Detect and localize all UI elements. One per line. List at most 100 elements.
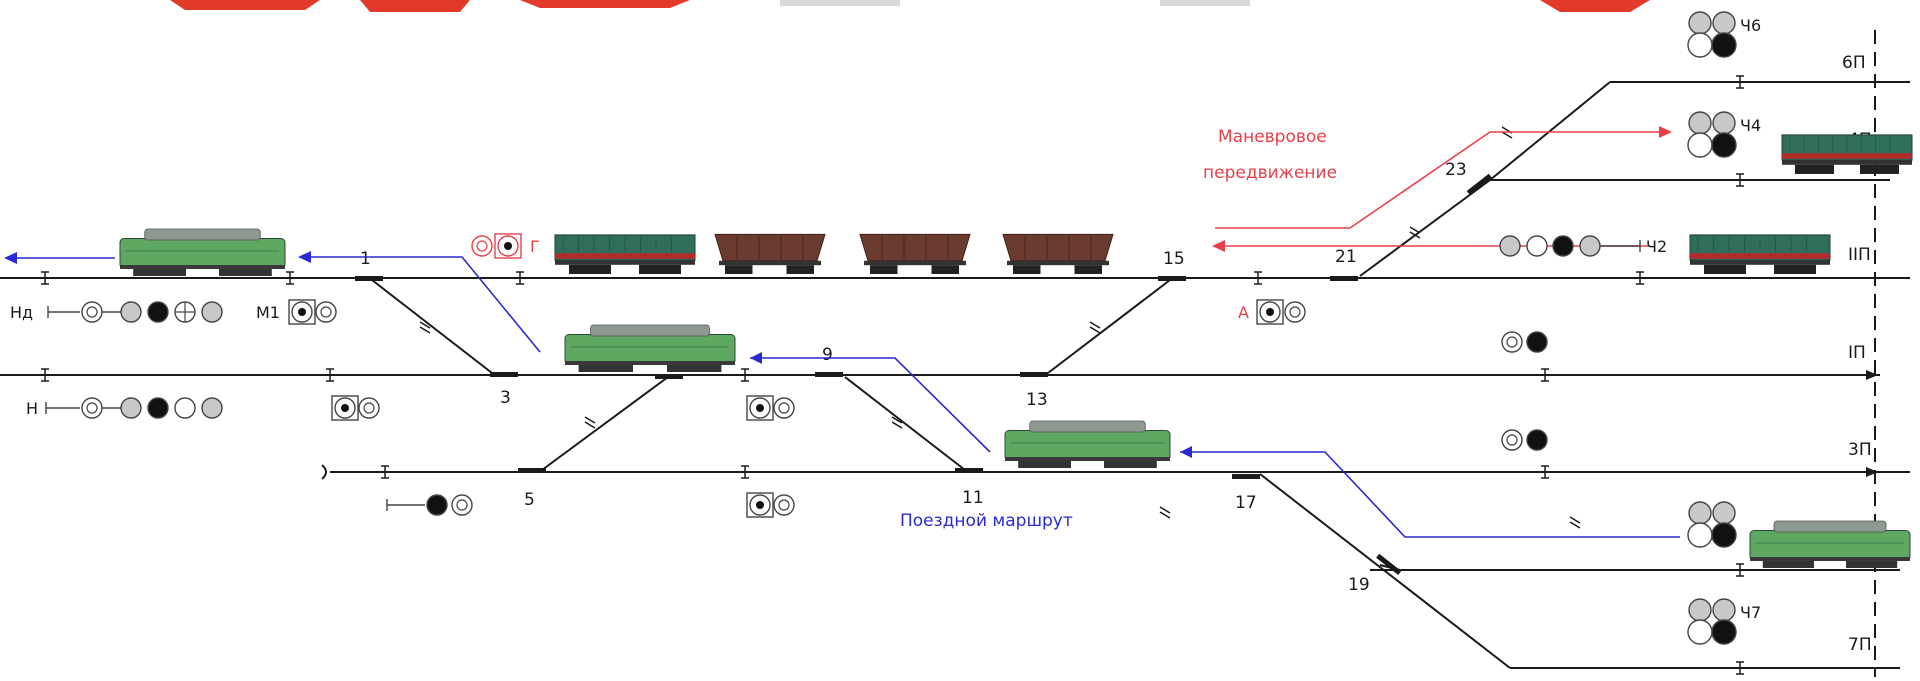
signal-lamp-dot	[749, 494, 771, 516]
insulating-joints	[41, 75, 1744, 675]
signal-lamp-ring	[451, 494, 473, 516]
signal-ch4: Ч4	[1687, 111, 1761, 158]
signal-lamp	[174, 397, 196, 419]
switch-19: 19	[1348, 575, 1370, 595]
signal-lamp	[1526, 331, 1548, 353]
signal-lamp-ring	[773, 397, 795, 419]
track-label-6: 6П	[1842, 53, 1866, 73]
signal-lamp	[1499, 235, 1521, 257]
signal-lamp	[1688, 111, 1712, 135]
signal-a: А	[1238, 299, 1306, 325]
signal-nd-label: Нд	[10, 303, 33, 322]
signal-track5-exit	[1687, 501, 1737, 548]
signal-lamp	[1688, 598, 1712, 622]
tracks	[0, 81, 1910, 669]
shunting-signal	[746, 492, 795, 518]
signal-lamp	[1712, 111, 1736, 135]
signal-lamp	[1712, 11, 1736, 35]
switch-9: 9	[822, 345, 833, 365]
rolling-stock	[119, 134, 1913, 568]
switch-13: 13	[1026, 390, 1048, 410]
signal-lamp	[1688, 501, 1712, 525]
train-route-line	[10, 256, 1680, 538]
signal-lamp	[147, 397, 169, 419]
shunting-text-line2: передвижение	[1203, 163, 1337, 183]
switch-23: 23	[1445, 160, 1467, 180]
track-label-3: 3П	[1848, 440, 1872, 460]
freight-wagon	[1002, 233, 1114, 274]
signal-lamp	[120, 397, 142, 419]
dwarf-signal	[1501, 331, 1548, 353]
shunting-text-line1: Маневровое	[1218, 127, 1327, 147]
shunting-locomotive-train	[554, 234, 696, 274]
signal-lamp-ring	[1284, 301, 1306, 323]
freight-wagon	[714, 233, 826, 274]
freight-wagon	[859, 233, 971, 274]
signal-m1: М1	[256, 299, 337, 325]
signal-lamp	[147, 301, 169, 323]
switch-labels: 1 3 5 9 11 13 15 17 19 21 23	[360, 160, 1467, 595]
signal-lamp-ring	[1501, 429, 1523, 451]
signal-lamp	[1688, 11, 1712, 35]
signal-lamp-ring	[471, 235, 493, 257]
signal-track3-exit	[386, 494, 473, 516]
switch-11: 11	[962, 488, 984, 508]
banner-fragments	[170, 0, 1650, 12]
signal-lamp	[1552, 235, 1574, 257]
shunting-locomotive-track-4	[1781, 134, 1913, 174]
signal-n: Н	[26, 397, 223, 419]
signal-ch7-label: Ч7	[1740, 603, 1761, 622]
shunting-signal	[746, 395, 795, 421]
signal-ch2: Ч2	[1499, 235, 1667, 257]
signal-lamp-dot	[334, 397, 356, 419]
signal-lamp	[201, 301, 223, 323]
train-route-annotation: Поездной маршрут	[900, 511, 1073, 531]
signal-ch4-label: Ч4	[1740, 116, 1761, 135]
switch-5: 5	[524, 490, 535, 510]
signal-nd: Нд	[10, 301, 223, 323]
signal-lamp	[1687, 32, 1713, 58]
signal-lamp	[1687, 132, 1713, 158]
signal-m1-label: М1	[256, 303, 280, 322]
signal-g-label: Г	[530, 237, 540, 256]
switch-15: 15	[1163, 249, 1185, 269]
signal-lamp	[1687, 522, 1713, 548]
signal-lamp-dot	[291, 301, 313, 323]
signal-lamp	[1712, 501, 1736, 525]
signal-ch7: Ч7	[1687, 598, 1761, 645]
signal-g: Г	[471, 233, 540, 259]
switch-markers	[355, 173, 1492, 575]
signal-lamp-dot	[749, 397, 771, 419]
signal-lamp-ring	[315, 301, 337, 323]
signal-lamp	[1526, 235, 1548, 257]
signal-lamp	[120, 301, 142, 323]
signal-ch2-label: Ч2	[1646, 237, 1667, 256]
locomotive-departing	[119, 228, 286, 276]
signal-lamp-ring	[773, 494, 795, 516]
signal-n-label: Н	[26, 399, 38, 418]
switch-21: 21	[1335, 247, 1357, 267]
shunting-route-arrows	[1212, 126, 1672, 252]
shunting-locomotive-track-2	[1689, 234, 1831, 274]
locomotive-track-5	[1749, 520, 1911, 568]
switch-17: 17	[1235, 493, 1257, 513]
track-end-arrows	[1866, 370, 1878, 477]
signal-ch6-label: Ч6	[1740, 16, 1761, 35]
signal-lamp	[1579, 235, 1601, 257]
dwarf-signal	[1501, 429, 1548, 451]
track-label-2: IIП	[1848, 245, 1871, 265]
signal-lamp-dot	[1259, 301, 1281, 323]
track-end-3	[321, 464, 327, 480]
signal-lamp	[1712, 598, 1736, 622]
switch-1: 1	[360, 249, 371, 269]
locomotive-on-route-2	[1004, 420, 1171, 468]
signal-a-label: А	[1238, 303, 1249, 322]
signal-lamp	[1711, 32, 1737, 58]
signal-lamp-ring	[358, 397, 380, 419]
shunting-annotation: Маневровое передвижение	[1203, 127, 1337, 183]
train-route-arrows	[4, 251, 1192, 458]
signal-lamp	[1711, 619, 1737, 645]
shunting-signal	[331, 395, 380, 421]
